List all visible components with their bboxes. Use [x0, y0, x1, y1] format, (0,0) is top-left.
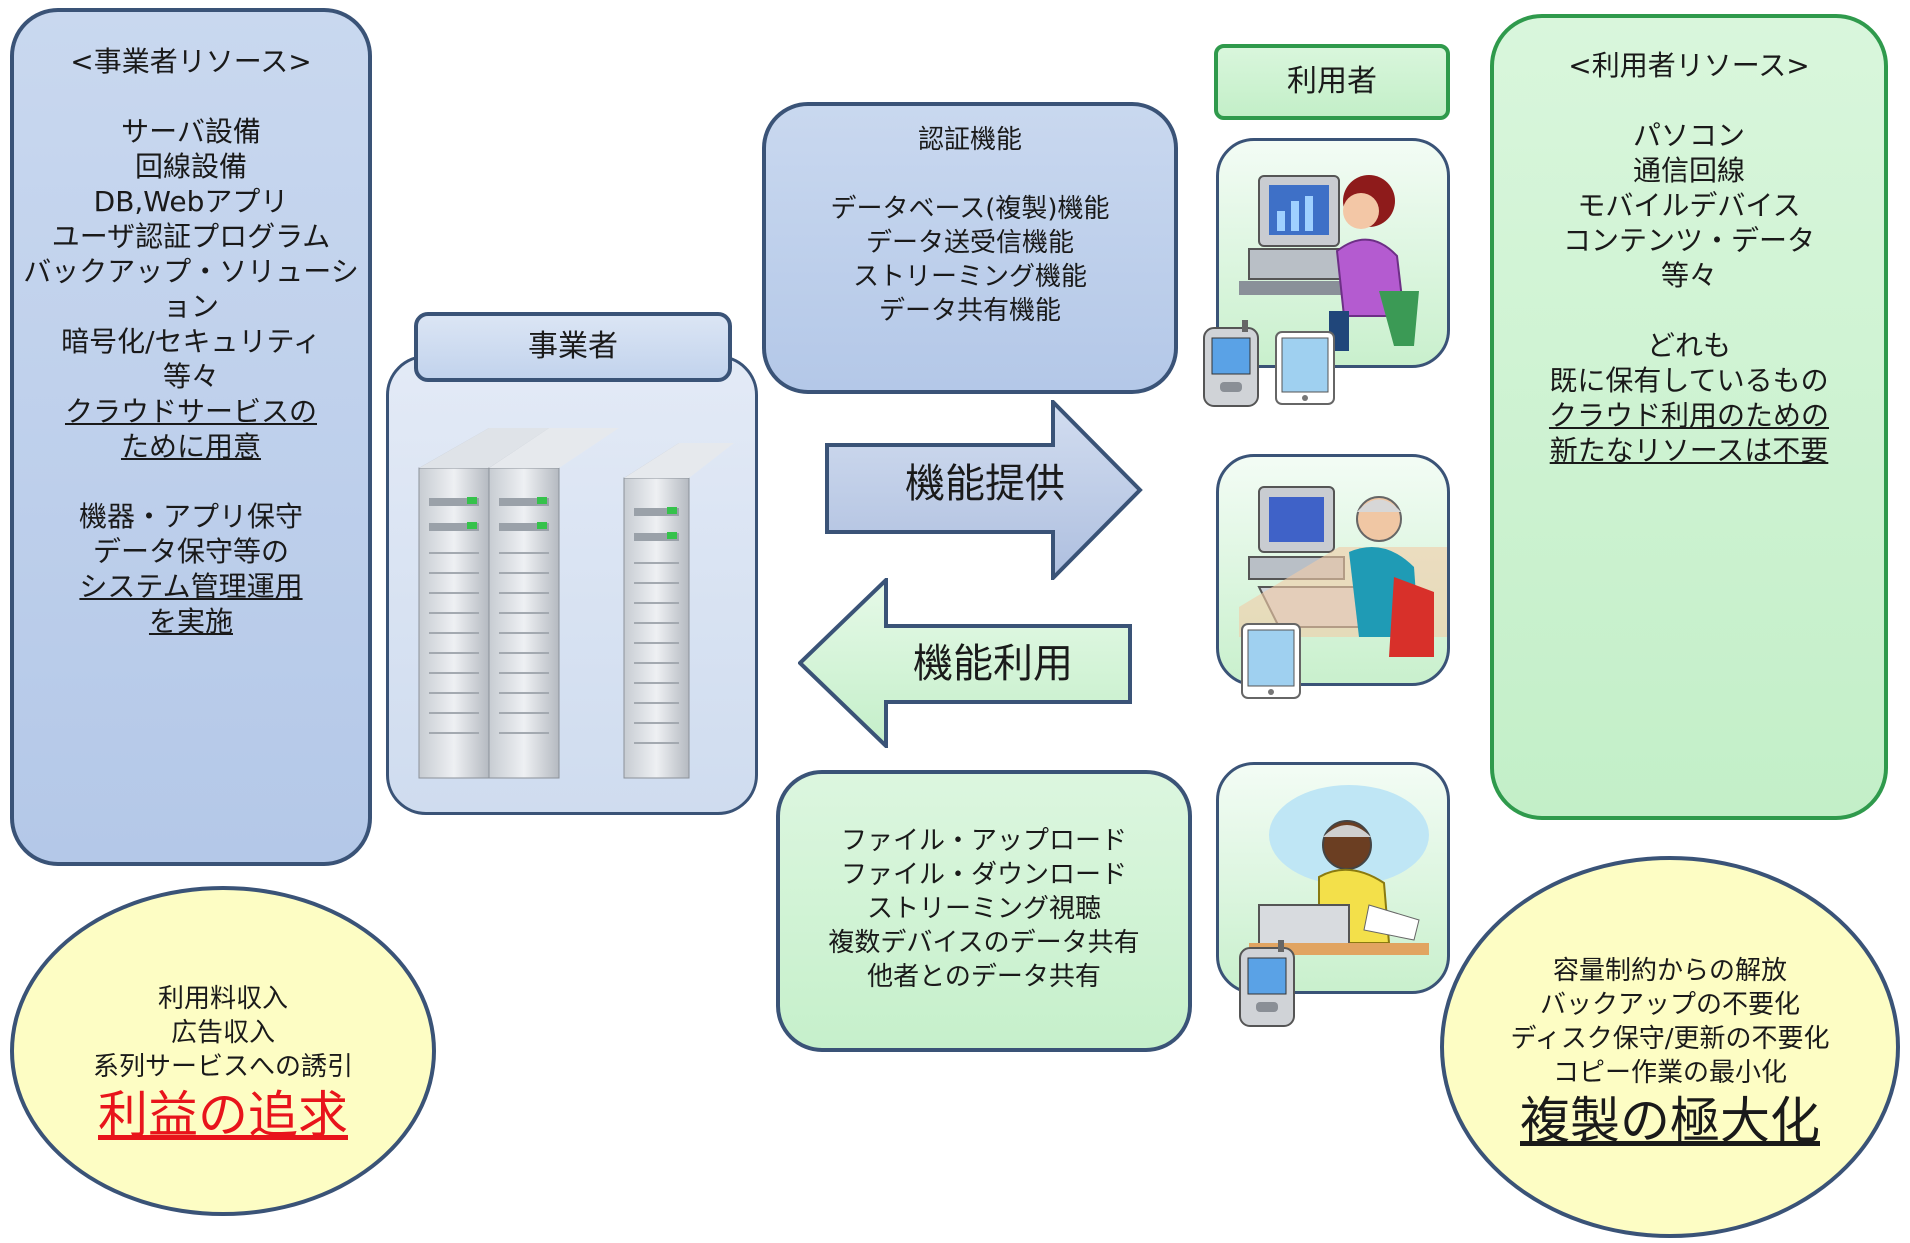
maint-line: 機器・アプリ保守 — [78, 500, 303, 533]
woman-at-computer-icon — [1239, 175, 1419, 351]
user-resource-item: モバイルデバイス — [1577, 189, 1801, 222]
resource-item: ユーザ認証プログラム — [51, 220, 331, 253]
tablet-device-2 — [1240, 622, 1302, 700]
user-action-item: ストリーミング視聴 — [866, 894, 1101, 924]
user-benefit-item: バックアップの不要化 — [1539, 990, 1800, 1020]
man-at-computer-icon — [1239, 486, 1447, 657]
resource-item: 暗号化/セキュリティ — [61, 325, 321, 358]
user-action-item: 複数デバイスのデータ共有 — [828, 928, 1140, 958]
resource-item: 回線設備 — [134, 150, 247, 183]
user-picture-2 — [1216, 454, 1450, 686]
arrow-provide: 機能提供 — [825, 400, 1145, 580]
user-resource-item: コンテンツ・データ — [1562, 224, 1815, 257]
function-item: ストリーミング機能 — [852, 262, 1087, 292]
provider-label: 事業者 — [414, 312, 732, 382]
handheld-device-1 — [1198, 318, 1266, 410]
server-rack-icon — [418, 428, 734, 779]
provider-benefit-oval: 利用料収入 広告収入 系列サービスへの誘引 利益の追求 — [10, 886, 436, 1216]
resource-item: DB,Webアプリ — [93, 185, 289, 218]
handheld-device-2 — [1234, 938, 1302, 1030]
user-note-underlined: クラウド利用のための — [1548, 399, 1829, 432]
prepare-line: クラウドサービスの — [64, 395, 317, 428]
user-resource-item: 等々 — [1660, 259, 1717, 292]
tablet-icon — [1275, 331, 1335, 405]
user-benefit-item: 容量制約からの解放 — [1552, 956, 1787, 986]
user-note: どれも — [1646, 329, 1731, 362]
provider-benefit-headline: 利益の追求 — [98, 1086, 348, 1144]
function-item: データ送受信機能 — [865, 228, 1074, 258]
arrow-provide-label: 機能提供 — [905, 461, 1065, 507]
user-note-underlined: 新たなリソースは不要 — [1549, 434, 1829, 467]
pda-icon — [1239, 940, 1295, 1027]
user-action-item: ファイル・ダウンロード — [840, 860, 1127, 890]
user-actions-box: ファイル・アップロード ファイル・ダウンロード ストリーミング視聴 複数デバイス… — [776, 770, 1192, 1052]
provider-server-box — [386, 355, 758, 815]
user-benefit-oval: 容量制約からの解放 バックアップの不要化 ディスク保守/更新の不要化 コピー作業… — [1440, 856, 1900, 1238]
user-label: 利用者 — [1214, 44, 1450, 120]
left-arrow-icon — [798, 578, 1132, 748]
user-benefit-headline: 複製の極大化 — [1520, 1092, 1820, 1150]
provider-benefit-item: 利用料収入 — [157, 984, 288, 1014]
functions-title: 認証機能 — [917, 125, 1022, 155]
arrow-use: 機能利用 — [798, 578, 1132, 748]
user-resources-box: <利用者リソース> パソコン 通信回線 モバイルデバイス コンテンツ・データ 等… — [1490, 14, 1888, 820]
provider-resources-box: <事業者リソース> サーバ設備 回線設備 DB,Webアプリ ユーザ認証プログラ… — [10, 8, 372, 866]
function-item: データ共有機能 — [878, 296, 1061, 326]
provider-resources-title: <事業者リソース> — [70, 45, 312, 78]
tablet-icon — [1241, 623, 1301, 699]
right-arrow-icon — [825, 400, 1143, 580]
user-action-item: ファイル・アップロード — [840, 826, 1127, 856]
provider-benefit-item: 広告収入 — [170, 1018, 275, 1048]
provider-label-text: 事業者 — [528, 329, 618, 364]
user-note: 既に保有しているもの — [1549, 364, 1829, 397]
user-resource-item: パソコン — [1632, 119, 1745, 152]
user-resource-item: 通信回線 — [1632, 154, 1745, 187]
resource-item: バックアップ・ソリューション — [23, 255, 359, 323]
resource-item: サーバ設備 — [121, 115, 261, 148]
provider-benefit-item: 系列サービスへの誘引 — [92, 1052, 353, 1082]
user-action-item: 他者とのデータ共有 — [867, 962, 1101, 992]
user-label-text: 利用者 — [1287, 64, 1377, 99]
resource-item: 等々 — [162, 360, 219, 393]
user-picture-3 — [1216, 762, 1450, 994]
user-picture-1 — [1216, 138, 1450, 368]
manage-line: を実施 — [148, 605, 233, 638]
elderly-at-computer-icon — [1249, 785, 1429, 955]
functions-box: 認証機能 データベース(複製)機能 データ送受信機能 ストリーミング機能 データ… — [762, 102, 1178, 394]
manage-line: システム管理運用 — [79, 570, 303, 603]
user-resources-title: <利用者リソース> — [1568, 49, 1810, 82]
pda-icon — [1203, 320, 1259, 407]
arrow-use-label: 機能利用 — [913, 641, 1073, 687]
user-benefit-item: コピー作業の最小化 — [1552, 1058, 1787, 1088]
function-item: データベース(複製)機能 — [830, 194, 1110, 224]
maint-line: データ保守等の — [92, 535, 289, 568]
prepare-line: ために用意 — [120, 430, 261, 463]
tablet-device-1 — [1274, 330, 1336, 406]
user-benefit-item: ディスク保守/更新の不要化 — [1510, 1024, 1830, 1054]
